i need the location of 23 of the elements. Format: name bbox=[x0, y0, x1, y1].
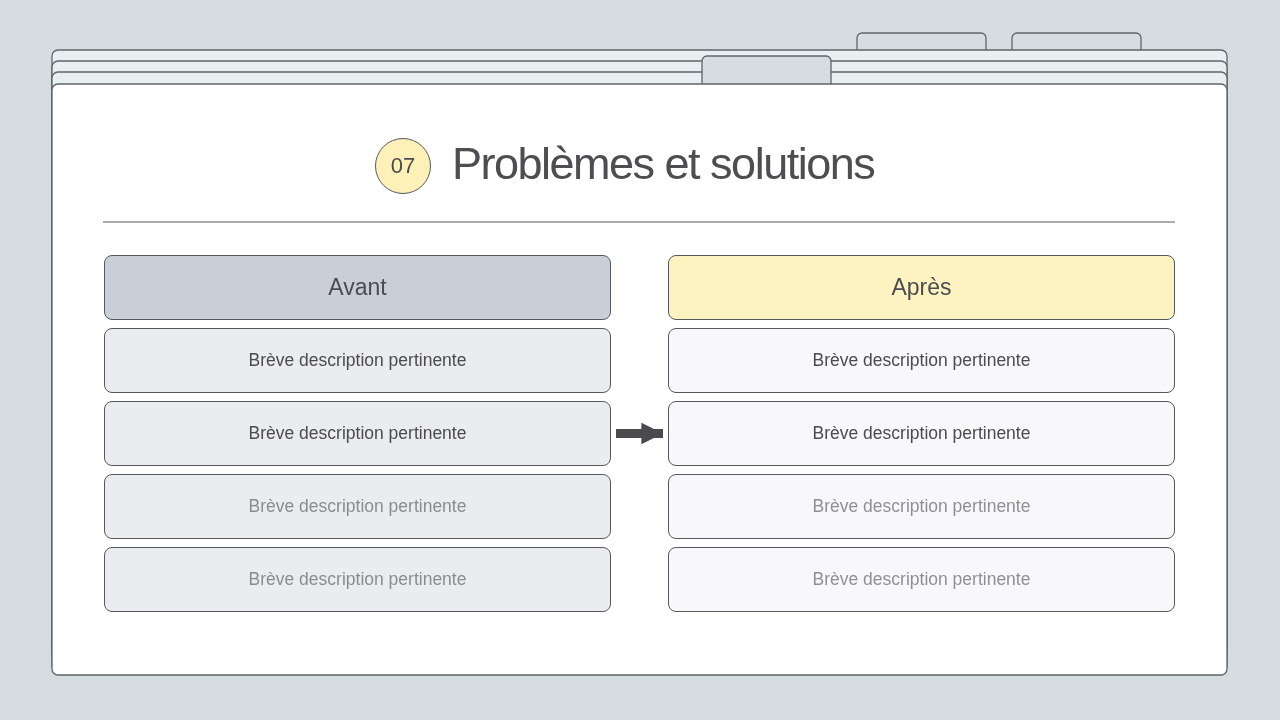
description-text: Brève description pertinente bbox=[812, 569, 1031, 590]
arrow bbox=[616, 422, 663, 445]
description-box bbox=[668, 328, 1175, 393]
description-text: Brève description pertinente bbox=[812, 496, 1031, 517]
description-text: Brève description pertinente bbox=[248, 423, 467, 444]
description-text: Brève description pertinente bbox=[248, 496, 467, 517]
description-text: Brève description pertinente bbox=[812, 350, 1031, 371]
column-header bbox=[104, 255, 611, 320]
description-box bbox=[668, 401, 1175, 466]
description-box bbox=[668, 474, 1175, 539]
description-text: Brève description pertinente bbox=[248, 350, 467, 371]
description-box bbox=[104, 401, 611, 466]
column-header bbox=[668, 255, 1175, 320]
description-text: Brève description pertinente bbox=[248, 569, 467, 590]
title: Problèmes et solutions bbox=[452, 138, 875, 190]
description-text: Brève description pertinente bbox=[812, 423, 1031, 444]
description-box bbox=[668, 547, 1175, 612]
description-box bbox=[104, 328, 611, 393]
header-text: Après bbox=[891, 274, 952, 301]
description-box bbox=[104, 547, 611, 612]
badge-number: 07 bbox=[390, 153, 416, 179]
header-text: Avant bbox=[328, 274, 387, 301]
description-box bbox=[104, 474, 611, 539]
